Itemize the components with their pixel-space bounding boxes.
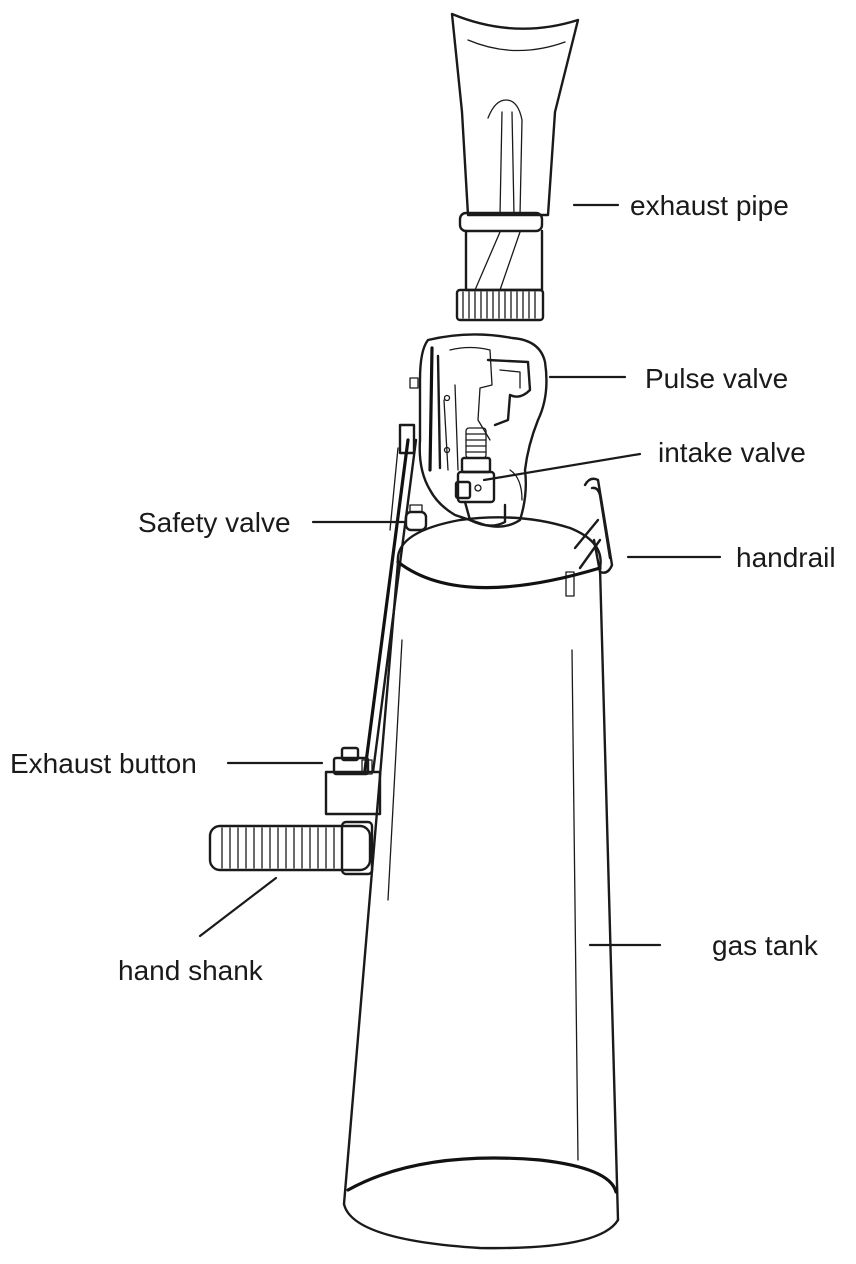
leader-lines	[198, 203, 722, 947]
leader-intake-valve	[482, 452, 642, 482]
label-hand-shank: hand shank	[118, 955, 264, 986]
label-safety-valve: Safety valve	[138, 507, 291, 538]
gas-tank-part	[342, 516, 620, 1250]
leader-hand-shank	[198, 876, 278, 938]
handrail-part	[565, 477, 614, 597]
exhaust-button-part	[324, 746, 382, 816]
label-pulse-valve: Pulse valve	[645, 363, 788, 394]
labels: exhaust pipe Pulse valve intake valve Sa…	[10, 190, 836, 986]
label-intake-valve: intake valve	[658, 437, 806, 468]
safety-valve-part	[404, 504, 428, 532]
exhaust-pipe-part	[450, 12, 580, 322]
label-handrail: handrail	[736, 542, 836, 573]
pulse-valve-part	[409, 333, 548, 528]
label-exhaust-button: Exhaust button	[10, 748, 197, 779]
hand-shank-part	[208, 820, 374, 876]
label-gas-tank: gas tank	[712, 930, 819, 961]
label-exhaust-pipe: exhaust pipe	[630, 190, 789, 221]
side-tube-part	[363, 423, 418, 774]
